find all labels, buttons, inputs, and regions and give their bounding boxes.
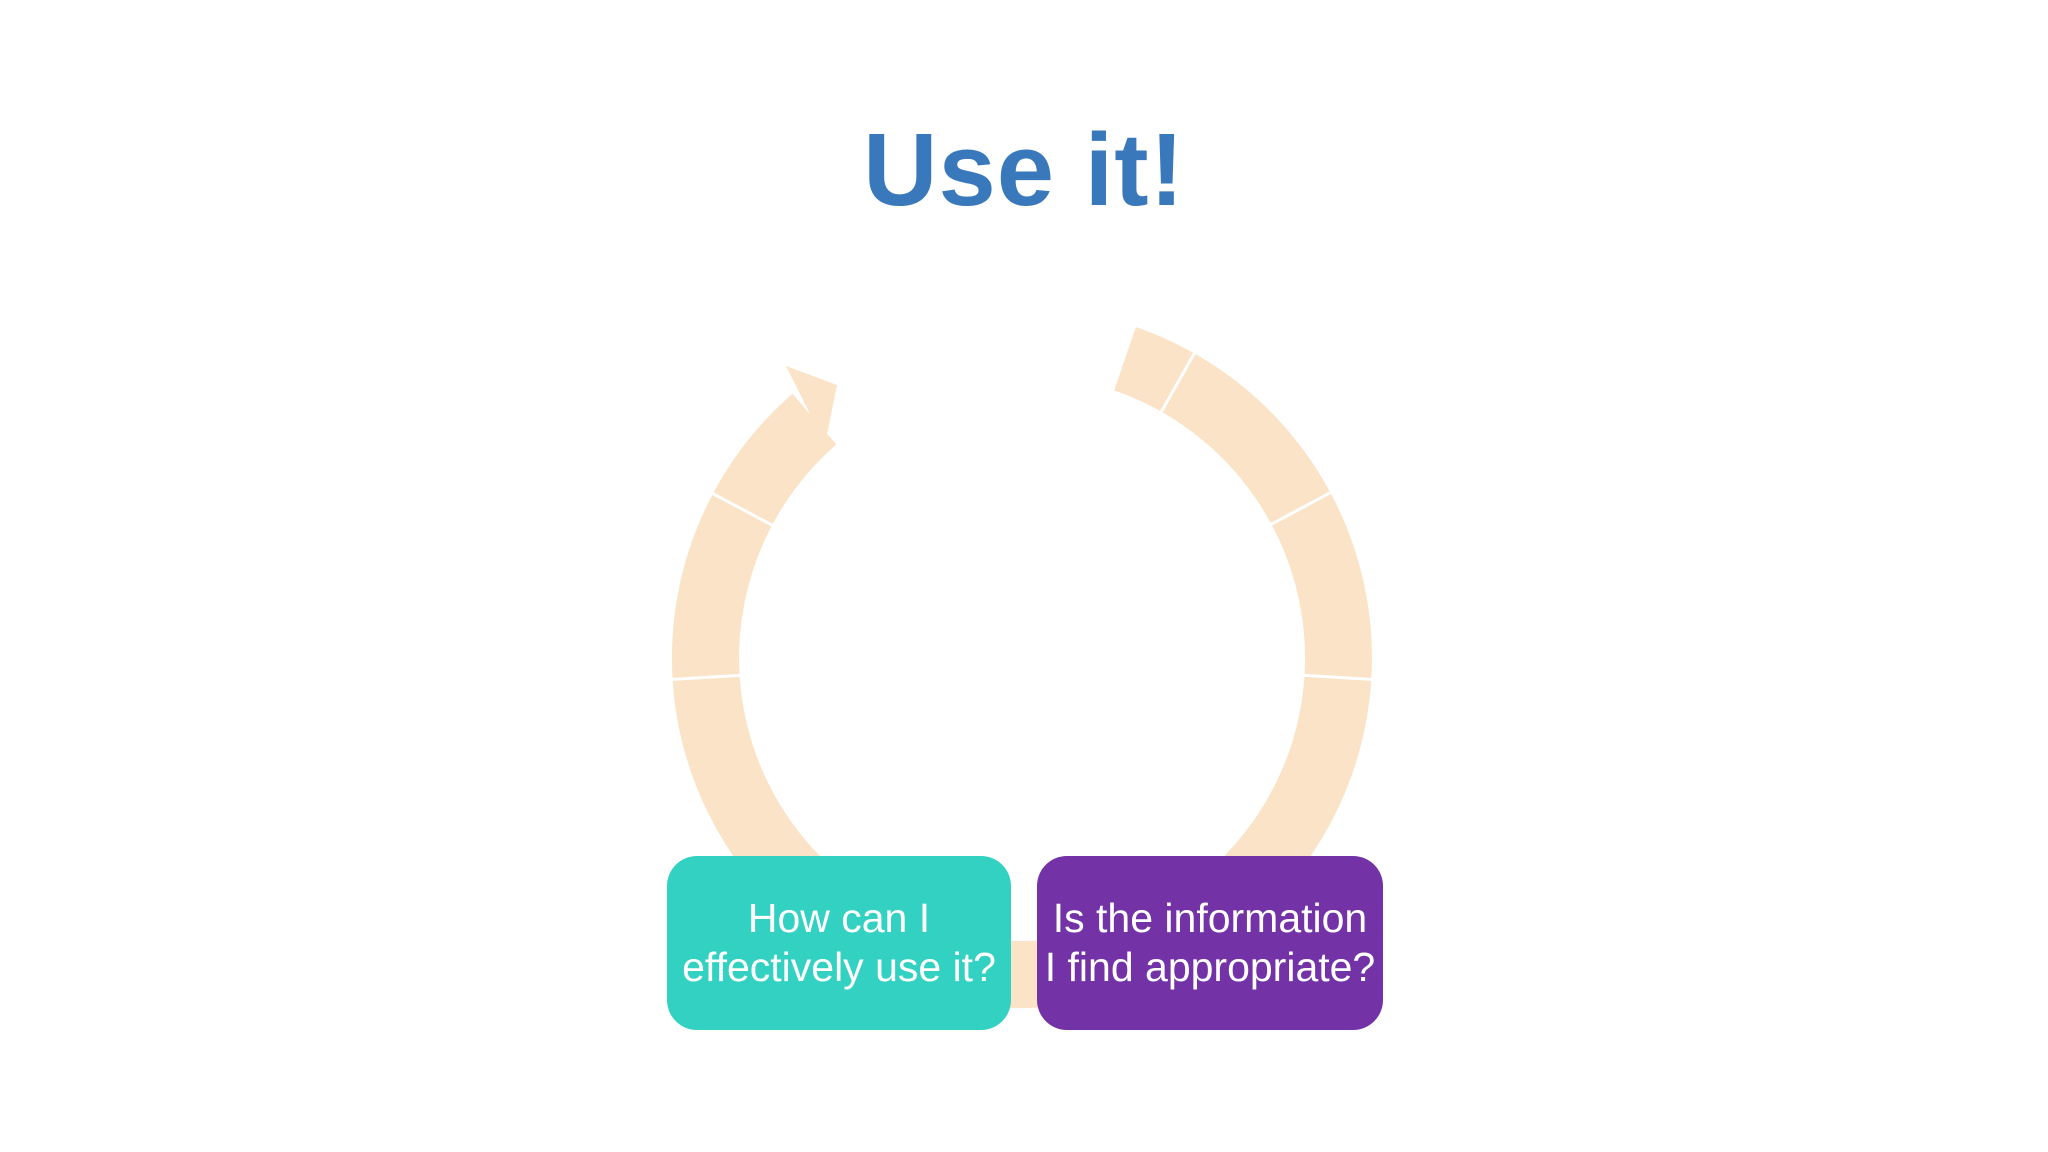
segment-divider [1268,490,1333,527]
cycle-arrowhead-icon [786,366,837,444]
node-text-line: Is the information [1052,895,1368,941]
segment-divider [670,673,742,681]
cycle-node-use: How can I effectively use it? [667,856,1011,1030]
node-text-line: How can I [747,895,931,941]
segment-divider [1302,673,1374,681]
cycle-node-evaluate: Is the information I find appropriate? [1037,856,1383,1030]
segment-divider [1159,350,1197,415]
slide-title: Use it! [863,112,1185,227]
node-text-line: effectively use it? [682,944,996,990]
segment-dividers [670,350,1374,681]
node-text-line: I find appropriate? [1044,944,1376,990]
segment-divider [710,491,775,528]
